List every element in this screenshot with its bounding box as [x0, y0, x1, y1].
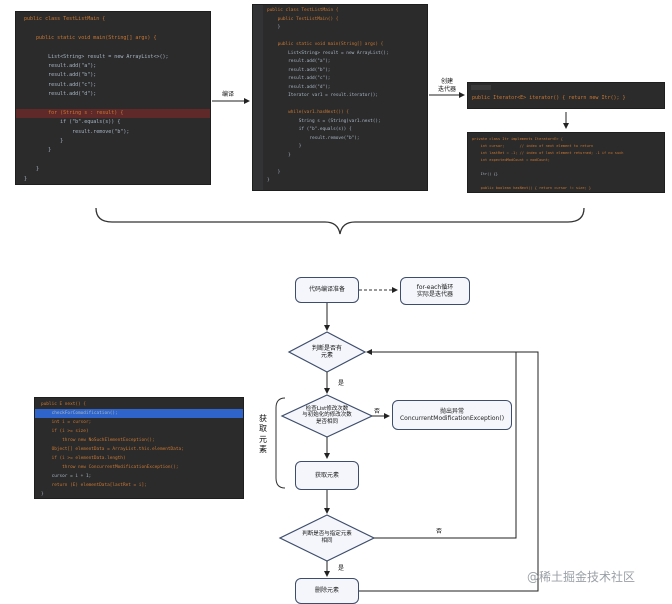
code-line: if (i >= elementData.length)	[41, 456, 126, 461]
code-line: if ("b".equals(s)) {	[24, 119, 121, 126]
code-line: }	[267, 152, 291, 158]
code-line: result.add("c");	[267, 76, 331, 81]
code-line: }	[41, 492, 44, 497]
code-line: }	[24, 175, 28, 182]
foreach-note-node: for-each循环实际是迭代器	[400, 277, 470, 305]
delete-element-node: 删除元素	[295, 578, 359, 604]
code-line: }	[24, 138, 64, 145]
get-element-text: 获取元素	[314, 471, 339, 479]
has-element-text: 判断是否有元素	[311, 345, 342, 360]
code-line: return (E) elementData[lastRet = i];	[41, 483, 147, 488]
compile-prep-text: 代码编译准备	[308, 286, 345, 294]
foreach-note-text: for-each循环实际是迭代器	[416, 283, 454, 298]
code-panel-next-method: public E next() { checkForComodification…	[34, 397, 244, 499]
create-iterator-label-2: 迭代器	[438, 86, 457, 93]
code-line: result.remove("b");	[267, 135, 360, 141]
code-line: List<String> result = new ArrayList<>();	[24, 53, 169, 60]
code-line: result.add("c");	[24, 81, 97, 88]
delete-element-text: 删除元素	[314, 587, 339, 595]
code-line: throw new ConcurrentModificationExceptio…	[41, 465, 179, 470]
code-line: String s = (String)var1.next();	[267, 118, 381, 124]
code-line: throw new NoSuchElementException();	[41, 438, 155, 443]
code-panel-itr-class: private class Itr implements Iterator<E>…	[467, 132, 665, 193]
code-line: }	[267, 169, 281, 175]
compile-label: 编译	[222, 91, 235, 98]
code-line: int i = cursor;	[41, 420, 92, 425]
code-line: for (String s : result) {	[16, 108, 210, 119]
code-line: int expectedModCount = modCount;	[472, 158, 550, 162]
code-panel-compiled: public class TestListMain { public TestL…	[252, 4, 428, 191]
code-line: public class TestListMain {	[24, 16, 106, 22]
code-line: while(var1.hasNext()) {	[267, 110, 349, 115]
code-line: public static void main(String[] args) {	[267, 42, 384, 47]
code-line: List<String> result = new ArrayList();	[267, 50, 389, 56]
code-line: public boolean hasNext() { return cursor…	[472, 186, 591, 190]
code-line: }	[267, 178, 270, 183]
create-iterator-label-1: 创建	[441, 78, 454, 85]
yes-label-2: 是	[338, 565, 345, 572]
yes-label-1: 是	[338, 380, 345, 387]
code-line: result.add("a");	[267, 59, 331, 64]
code-line: Object[] elementData = ArrayList.this.el…	[41, 447, 184, 452]
code-line: result.add("a");	[24, 62, 97, 69]
code-line: result.add("b");	[24, 72, 97, 79]
code-line: public TestListMain() {	[267, 16, 339, 22]
watermark: @稀土掘金技术社区	[527, 570, 636, 584]
no-label-2: 否	[436, 528, 443, 535]
code-line: public Iterator<E> iterator() { return n…	[472, 95, 626, 101]
modcount-check-text: 检查List修改次数与初始化的修改次数是否相同	[302, 406, 352, 425]
code-line: result.add("d");	[24, 91, 97, 98]
equals-check-text: 判断是否与指定元素相同	[302, 531, 352, 544]
code-line: Itr() {}	[472, 172, 498, 176]
code-line: checkForComodification();	[35, 409, 243, 418]
code-line: public static void main(String[] args) {	[24, 34, 157, 41]
line-gutter	[253, 5, 263, 190]
loop-back-delete	[359, 351, 539, 592]
get-element-node: 获取元素	[295, 461, 359, 490]
code-line: private class Itr implements Iterator<E>…	[472, 137, 563, 141]
code-line: public E next() {	[41, 402, 86, 407]
code-line: Iterator var1 = result.iterator();	[267, 93, 379, 98]
code-line: result.add("b");	[267, 67, 331, 73]
code-line: result.add("d");	[267, 84, 331, 90]
code-line: int lastRet = -1; // index of last eleme…	[472, 151, 624, 155]
get-element-bracket	[275, 397, 286, 489]
top-curly-brace	[95, 207, 585, 235]
no-label-1: 否	[374, 408, 381, 415]
code-line: if ("b".equals(s)) {	[267, 127, 352, 132]
loop-back-no	[366, 349, 517, 539]
code-line: }	[267, 25, 281, 30]
code-line: }	[267, 144, 302, 149]
code-line: }	[24, 147, 52, 154]
annotation-tag	[471, 85, 491, 90]
compile-prep-node: 代码编译准备	[295, 277, 359, 303]
code-line: int cursor; // index of next element to …	[472, 144, 594, 148]
code-panel-iterator-method: public Iterator<E> iterator() { return n…	[467, 82, 665, 109]
get-element-vertical-label: 获取元素	[259, 414, 267, 455]
code-line: if (i >= size)	[41, 429, 89, 434]
code-line: cursor = i + 1;	[41, 474, 92, 479]
code-line: result.remove("b");	[24, 128, 130, 135]
code-line: public class TestListMain {	[267, 8, 339, 13]
code-panel-source: public class TestListMain { public stati…	[15, 11, 211, 185]
code-line: }	[24, 166, 40, 173]
